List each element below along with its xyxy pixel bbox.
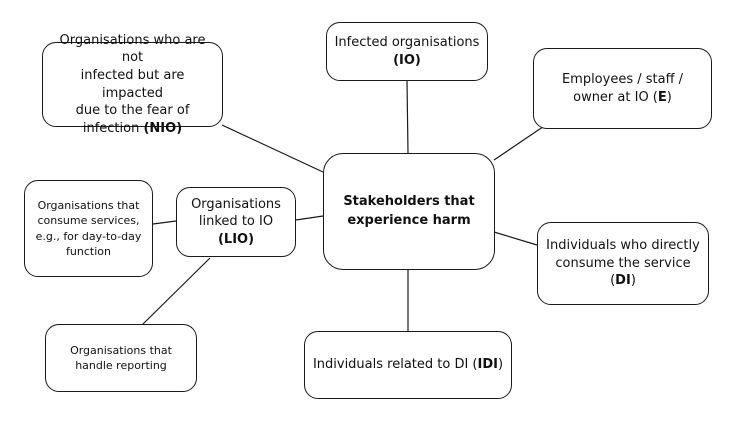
link-center-lio — [295, 215, 324, 221]
center-line-2: experience harm — [347, 212, 471, 228]
node-infected-organisations: Infected organisations (IO) — [326, 22, 488, 81]
di-abbr: DI — [615, 273, 631, 289]
link-lio-reporting — [140, 257, 211, 327]
link-center-di — [493, 231, 538, 246]
link-center-io — [406, 80, 409, 154]
consume-line-1: Organisations that — [37, 198, 140, 212]
nio-line-1: Organisations who are not — [59, 32, 206, 66]
consume-line-3: e.g., for day-to-day — [35, 229, 142, 243]
consume-line-2: consume services, — [37, 214, 140, 228]
lio-line-2: linked to IO — [198, 214, 274, 230]
link-lio-consume — [152, 220, 177, 225]
di-line-2: consume the service — [555, 255, 691, 271]
center-line-1: Stakeholders that — [343, 194, 475, 210]
lio-line-1: Organisations — [191, 196, 281, 212]
io-label: Infected organisations — [334, 34, 480, 50]
node-consume-services: Organisations that consume services, e.g… — [24, 180, 153, 277]
node-non-infected-organisations: Organisations who are not infected but a… — [42, 33, 223, 136]
e-line-1: Employees / staff / — [561, 71, 684, 87]
node-related-individuals: Individuals related to DI (IDI) — [304, 331, 512, 399]
reporting-line-2: handle reporting — [75, 359, 167, 372]
lio-abbr: (LIO) — [217, 231, 255, 247]
io-abbr: (IO) — [393, 52, 421, 68]
center-node-stakeholders: Stakeholders that experience harm — [323, 153, 495, 270]
link-center-nio — [221, 124, 324, 173]
nio-line-4: infection — [82, 120, 140, 136]
node-linked-organisations: Organisations linked to IO (LIO) — [176, 187, 296, 257]
nio-line-3: due to the fear of — [75, 103, 190, 119]
idi-label: Individuals related to DI — [312, 357, 469, 373]
e-abbr: E — [657, 89, 667, 105]
node-employees: Employees / staff / owner at IO (E) — [533, 48, 712, 129]
consume-line-4: function — [66, 244, 111, 258]
idi-abbr: IDI — [477, 357, 498, 373]
node-handle-reporting: Organisations that handle reporting — [45, 324, 197, 392]
reporting-line-1: Organisations that — [70, 343, 172, 357]
di-line-1: Individuals who directly — [546, 238, 700, 254]
node-direct-individuals: Individuals who directly consume the ser… — [537, 222, 709, 305]
nio-line-2: infected but are impacted — [80, 67, 185, 101]
nio-abbr: (NIO) — [143, 120, 183, 136]
e-line-2: owner at IO — [573, 89, 649, 105]
